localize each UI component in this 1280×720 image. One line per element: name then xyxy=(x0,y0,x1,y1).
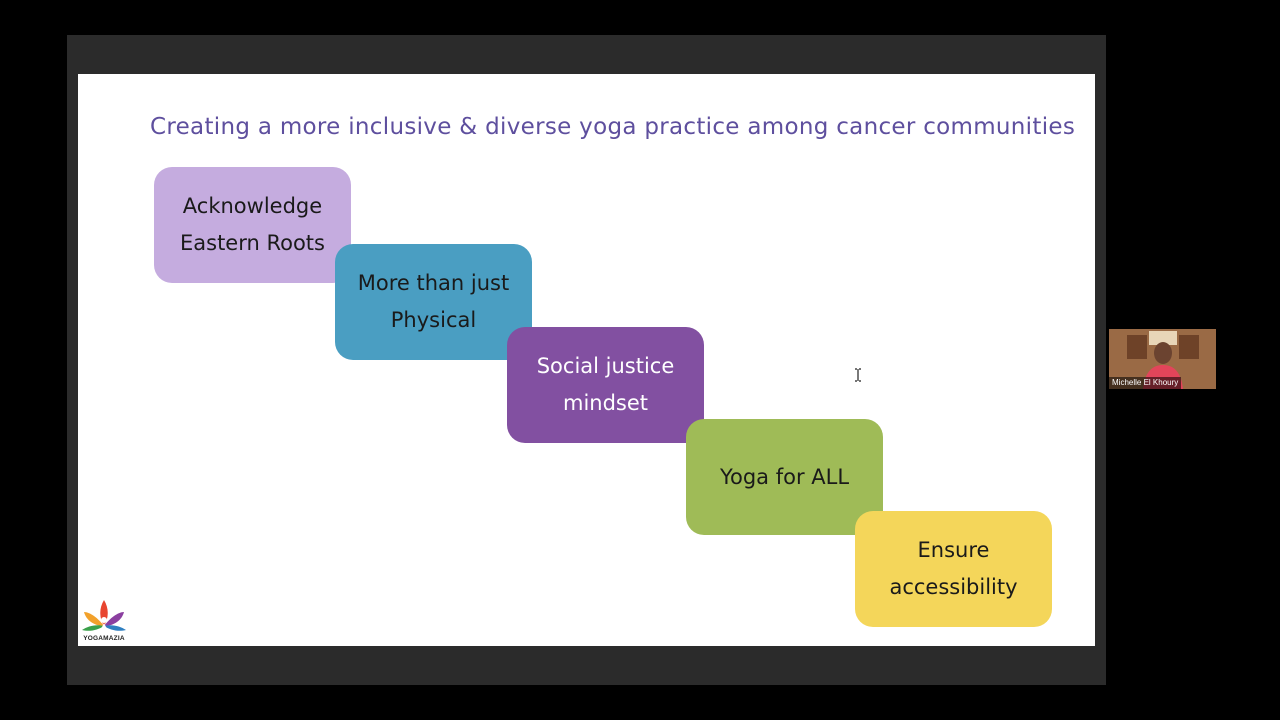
step-label-line2: accessibility xyxy=(889,575,1018,599)
slide-title: Creating a more inclusive & diverse yoga… xyxy=(150,114,1076,140)
step-label-line1: More than just xyxy=(357,271,510,295)
step-label-line2: mindset xyxy=(562,391,649,415)
step-label-line1: Acknowledge xyxy=(182,194,323,218)
participant-video-tile[interactable]: Michelle El Khoury xyxy=(1109,329,1216,389)
logo-wordmark: YOGAMAZIA xyxy=(83,635,125,642)
step-acknowledge-eastern-roots: Acknowledge Eastern Roots xyxy=(154,167,351,283)
step-label-line1: Social justice xyxy=(536,354,675,378)
step-label-line1: Ensure xyxy=(917,538,990,562)
presentation-slide: Creating a more inclusive & diverse yoga… xyxy=(78,74,1095,646)
step-ensure-accessibility: Ensure accessibility xyxy=(855,511,1052,627)
lotus-logo-icon: YOGAMAZIA xyxy=(78,596,130,646)
step-yoga-for-all: Yoga for ALL xyxy=(686,419,883,535)
step-label-line1: Yoga for ALL xyxy=(719,464,850,489)
text-cursor-icon xyxy=(854,367,862,382)
step-social-justice-mindset: Social justice mindset xyxy=(507,327,704,443)
step-label-line2: Physical xyxy=(390,308,477,332)
step-label-line2: Eastern Roots xyxy=(179,231,325,255)
participant-name-label: Michelle El Khoury xyxy=(1109,377,1182,389)
step-more-than-physical: More than just Physical xyxy=(335,244,532,360)
